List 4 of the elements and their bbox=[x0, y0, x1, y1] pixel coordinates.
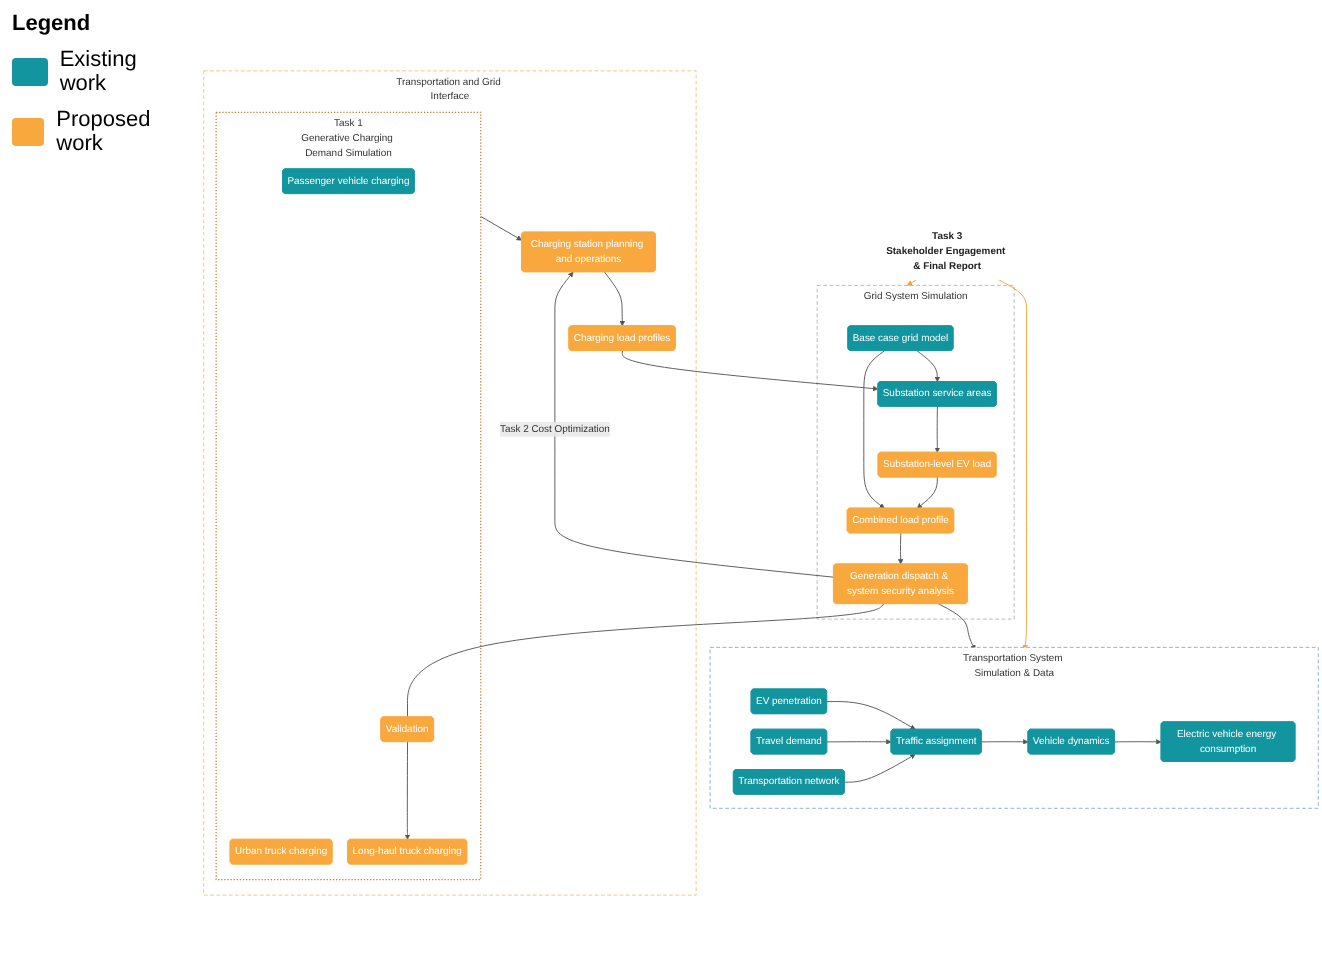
legend-label: Proposed work bbox=[56, 108, 153, 156]
legend-heading: Legend bbox=[12, 12, 93, 36]
legend-label: Existing work bbox=[59, 48, 139, 96]
connector bbox=[407, 603, 885, 718]
